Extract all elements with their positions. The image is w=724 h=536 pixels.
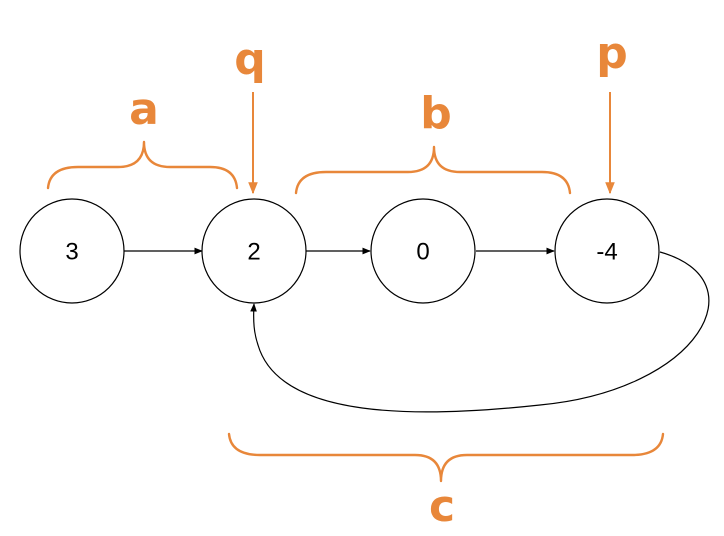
brace-c — [227, 432, 665, 483]
segment-c: c — [227, 432, 665, 532]
pointer-label-p: p — [596, 28, 628, 79]
brace-b — [294, 145, 572, 195]
node-value: 2 — [247, 239, 260, 266]
segment-label-a: a — [129, 84, 159, 135]
pointer-p: p — [596, 28, 628, 195]
edge-minus4-cycle-back-to-2 — [250, 251, 710, 413]
pointer-label-q: q — [234, 34, 266, 85]
list-node-0: 0 — [370, 198, 476, 304]
node-circle — [201, 198, 307, 304]
segment-label-b: b — [420, 88, 452, 139]
node-value: 0 — [416, 239, 429, 266]
list-node-minus4: -4 — [554, 198, 660, 304]
node-circle — [370, 198, 476, 304]
list-node-2: 2 — [201, 198, 307, 304]
brace-a — [46, 140, 239, 190]
list-node-3: 3 — [19, 198, 125, 304]
segment-b: b — [294, 88, 572, 195]
pointer-q: q — [234, 34, 266, 195]
segment-a: a — [46, 84, 239, 190]
segment-label-c: c — [429, 481, 455, 532]
node-value: -4 — [596, 239, 617, 266]
node-circle — [554, 198, 660, 304]
node-value: 3 — [65, 239, 78, 266]
node-circle — [19, 198, 125, 304]
